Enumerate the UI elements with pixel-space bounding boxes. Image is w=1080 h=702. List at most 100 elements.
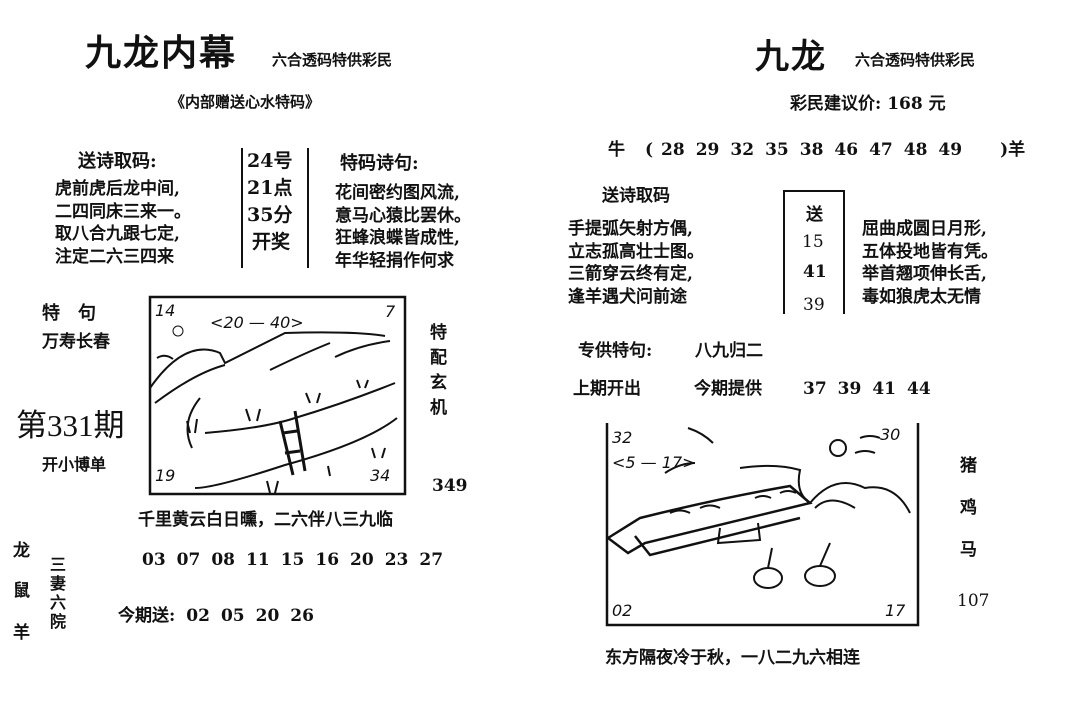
small-bet: 开小博单: [42, 455, 107, 474]
this-numbers: 37 39 41 44: [803, 381, 942, 398]
special-value: 八九归二: [695, 341, 763, 361]
left-verse: 千里黄云白日曛，二六伴八三九临: [138, 510, 393, 530]
right-sketch: 32 <5 — 17> 30 02 17: [605, 423, 920, 627]
number: 41: [872, 379, 897, 399]
poem-line: 举首翘项伸长舌,: [862, 264, 987, 284]
zodiac: 羊: [13, 623, 30, 643]
char: 三: [50, 555, 67, 574]
right-verse: 东方隔夜冷于秋，一八二九六相连: [605, 648, 860, 668]
poem-line: 毒如狼虎太无情: [862, 286, 981, 307]
side-number: 349: [432, 476, 468, 496]
left-title: 九龙内幕: [85, 32, 238, 74]
poem-line: 五体投地皆有凭。: [862, 241, 998, 262]
mark-top-left: 32: [612, 428, 632, 447]
char: 配: [430, 348, 447, 368]
number: 39: [837, 379, 862, 399]
number: 35: [765, 140, 789, 160]
number: 23: [384, 550, 409, 570]
side-zodiac: 马: [960, 540, 977, 560]
poem-line: 意马心猿比罢休。: [335, 205, 471, 226]
draw-time: 24号 21点 35分 开奖: [247, 148, 292, 256]
number: 37: [803, 379, 827, 399]
poem-line: 年华轻捐作何求: [335, 250, 454, 271]
right-poem-heading: 送诗取码: [602, 186, 670, 206]
special-label: 专供特句:: [578, 341, 653, 361]
poem-line: 花间密约图风流,: [335, 183, 460, 203]
number: 02: [186, 606, 210, 626]
side-label: 特 配 玄 机: [430, 325, 447, 417]
number: 28: [661, 140, 685, 160]
draw-time-line: 35分: [247, 204, 293, 226]
left-tagline: 《内部赠送心水特码》: [170, 93, 321, 111]
issue-number: 第331期: [16, 408, 125, 443]
special-phrase: 万寿长春: [42, 332, 110, 352]
mark-bottom-left: 19: [155, 466, 175, 485]
number: 38: [799, 140, 824, 160]
number: 26: [290, 606, 314, 626]
number: 49: [938, 140, 963, 160]
zodiac: 鼠: [13, 581, 30, 601]
number: 11: [246, 550, 270, 570]
divider: [241, 148, 243, 268]
char: 特: [430, 323, 447, 343]
gift-label: 今期送:: [118, 606, 176, 626]
poem-line: 三箭穿云终有定,: [568, 264, 693, 284]
number: 29: [695, 140, 720, 160]
poem-line: 手提弧矢射方偶,: [568, 219, 693, 239]
side-zodiac: 猪: [960, 456, 977, 476]
gift-number: 15: [802, 232, 824, 252]
poem-line: 屈曲成圆日月形,: [862, 219, 987, 239]
mark-top-right: 7: [385, 302, 396, 321]
mark-top-range: <20 — 40>: [210, 313, 304, 332]
special-poem: 花间密约图风流, 意马心猿比罢休。 狂蜂浪蝶皆成性, 年华轻捐作何求: [335, 182, 471, 272]
right-poem-left: 手提弧矢射方偶, 立志孤高壮士图。 三箭穿云终有定, 逢羊遇犬问前途: [568, 218, 704, 308]
mark-bottom-left: 02: [612, 601, 632, 620]
char: 机: [430, 398, 447, 418]
number: 07: [176, 550, 201, 570]
draw-time-line: 24号: [247, 150, 293, 172]
char: 玄: [430, 373, 447, 393]
draw-time-line: 开奖: [252, 231, 291, 253]
left-poem: 虎前虎后龙中间, 二四同床三来一。 取八合九跟七定, 注定二六三四来: [55, 178, 191, 268]
side-zodiac: 鸡: [960, 498, 977, 518]
number: 20: [350, 550, 374, 570]
divider: [307, 148, 309, 268]
poem-line: 逢羊遇犬问前途: [568, 286, 687, 307]
poem-line: 狂蜂浪蝶皆成性,: [335, 228, 460, 248]
right-poem-right: 屈曲成圆日月形, 五体投地皆有凭。 举首翘项伸长舌, 毒如狼虎太无情: [862, 218, 998, 308]
left-poem-heading: 送诗取码:: [78, 151, 157, 172]
poem-line: 取八合九跟七定,: [55, 224, 180, 244]
poem-line: 立志孤高壮士图。: [568, 241, 704, 262]
special-phrase-label: 特 句: [42, 303, 96, 324]
zodiac: 龙: [13, 541, 30, 561]
left-subtitle: 六合透码特供彩民: [272, 51, 393, 69]
mark-top-left: 14: [155, 301, 175, 320]
number: 03: [142, 550, 166, 570]
poem-line: 二四同床三来一。: [55, 201, 191, 222]
number: 05: [220, 606, 245, 626]
mark-bottom-right: 17: [885, 601, 906, 620]
draw-time-line: 21点: [247, 177, 293, 199]
number: 32: [730, 140, 755, 160]
right-subtitle: 六合透码特供彩民: [855, 51, 976, 69]
char: 妻: [50, 574, 67, 593]
mark-top-range: <5 — 17>: [612, 453, 696, 472]
this-label: 今期提供: [694, 379, 762, 399]
number: 08: [211, 550, 236, 570]
gift-box-label: 送: [806, 205, 823, 225]
mark-top-right: 30: [880, 425, 900, 444]
right-title: 九龙: [755, 37, 827, 77]
last-label: 上期开出: [573, 379, 641, 399]
left-sketch: 14 <20 — 40> 7 19 34: [148, 295, 407, 496]
number: 44: [907, 379, 931, 399]
number: 15: [280, 550, 305, 570]
gift-box: [783, 190, 845, 314]
number: 46: [834, 140, 859, 160]
number: 27: [419, 550, 444, 570]
char: 六: [50, 593, 67, 612]
char: 院: [50, 612, 67, 631]
side-number: 107: [957, 591, 990, 611]
